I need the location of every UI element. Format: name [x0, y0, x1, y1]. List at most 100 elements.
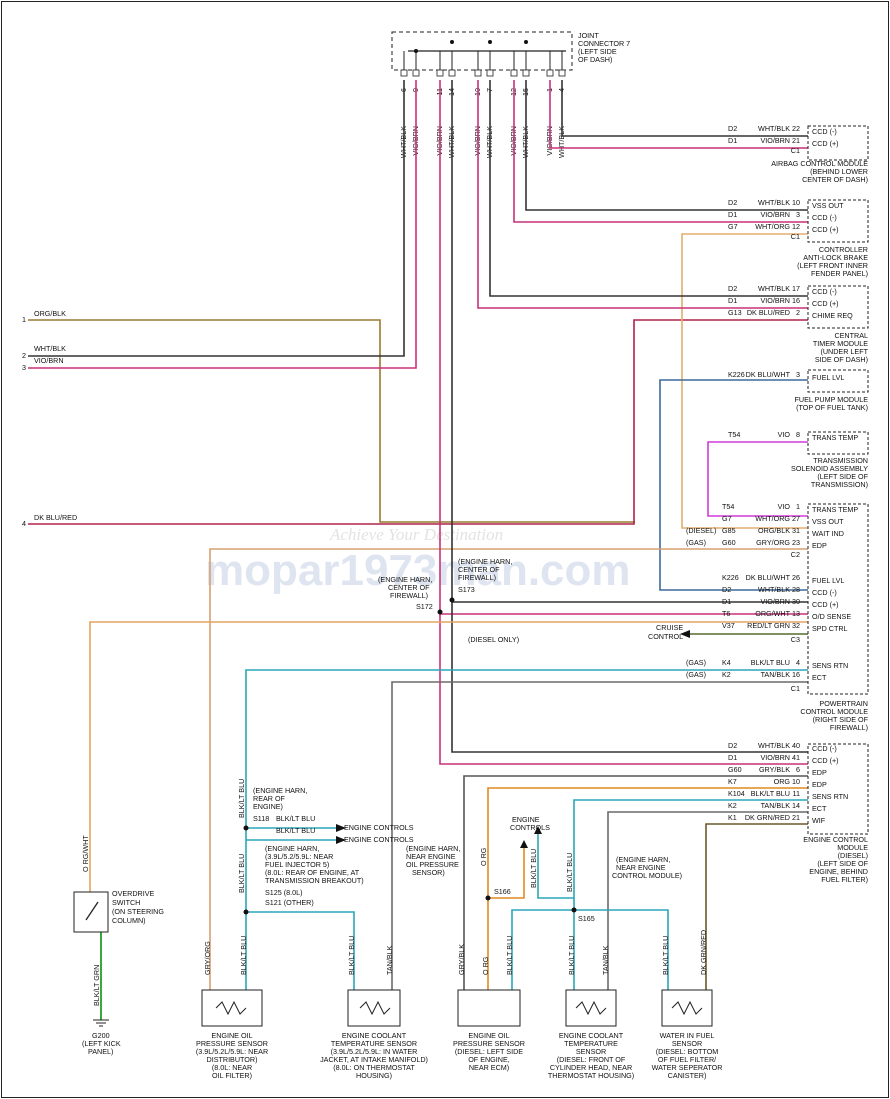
joint-pin-terminal	[546, 69, 554, 77]
vlabel: TAN/BLK	[385, 945, 394, 975]
row-wire-color: WHT/ORG	[755, 222, 790, 231]
row-circuit: G13	[728, 308, 742, 317]
wire-ctm-d2	[489, 80, 808, 297]
module-name: ENGINE CONTROL	[803, 835, 868, 844]
row-function: VSS OUT	[812, 517, 844, 526]
row-wire-color: DK GRN/RED	[745, 813, 790, 822]
arrow-engine-controls-up	[520, 840, 528, 848]
row-wire-color: WHT/ORG	[755, 514, 790, 523]
arrows	[336, 630, 690, 848]
row-wire-color: WHT/BLK	[758, 741, 790, 750]
oil-pressure-sensor-gas	[201, 989, 263, 1027]
row-function: SENS RTN	[812, 661, 848, 670]
sensor-name: CYLINDER HEAD, NEAR	[550, 1063, 632, 1072]
s118-wire-1: BLK/LT BLU	[276, 826, 315, 835]
row-function: EDP	[812, 780, 827, 789]
row-circuit: D2	[728, 198, 737, 207]
row-circuit: K2	[728, 801, 737, 810]
module-name: (LEFT SIDE OF	[817, 859, 868, 868]
module-name: ENGINE, BEHIND	[809, 867, 868, 876]
row-function: TRANS TEMP	[812, 505, 858, 514]
row-pin: 6	[796, 765, 800, 774]
wire-ecm-d2	[451, 602, 808, 753]
splice-s172	[437, 609, 443, 615]
splice-s173	[449, 597, 455, 603]
switch-contact	[85, 901, 99, 921]
module-name: FENDER PANEL)	[811, 269, 868, 278]
connector-id: C3	[791, 635, 800, 644]
row-function: CCD (-)	[812, 213, 837, 222]
joint-pin-terminal	[510, 69, 518, 77]
joint-connector-pins: 6WHT/BLK9VIO/BRN11VIO/BRN14WHT/BLK10VIO/…	[399, 51, 566, 158]
row-wire-color: ORG/BLK	[758, 526, 790, 535]
row-pin: 21	[792, 813, 800, 822]
row-note: (GAS)	[686, 538, 706, 547]
row-function: CCD (+)	[812, 600, 839, 609]
row-note: (DIESEL)	[686, 526, 716, 535]
sensor-name: OIL FILTER)	[212, 1071, 252, 1080]
airbag-module-box	[807, 125, 869, 161]
row-wire-color: WHT/BLK	[758, 198, 790, 207]
row-circuit: K226	[722, 573, 739, 582]
module-name: CONTROL MODULE	[800, 707, 868, 716]
wire-abs-d2	[525, 80, 808, 211]
row-wire-color: WHT/BLK	[758, 124, 790, 133]
row-wire-color: TAN/BLK	[761, 670, 791, 679]
arrow-engine-controls-up	[534, 826, 542, 834]
module-name: SIDE OF DASH)	[815, 355, 868, 364]
splice-s166	[485, 895, 491, 901]
row-pin: 14	[792, 801, 800, 810]
wire-ctm-d1	[477, 80, 808, 309]
left-wire-num: 4	[22, 519, 26, 528]
resistor-icon	[575, 1000, 607, 1016]
module-name: (RIGHT SIDE OF	[813, 715, 869, 724]
sensor-name: OF FUEL FILTER/	[658, 1055, 716, 1064]
row-circuit: K1	[728, 813, 737, 822]
module-name: TRANSMISSION	[813, 456, 868, 465]
sensor-name: JACKET, AT INTAKE MANIFOLD)	[320, 1055, 428, 1064]
row-wire-color: BLK/LT BLU	[751, 789, 790, 798]
module-name: MODULE	[837, 843, 868, 852]
sensor-name: (8.0L: ON THERMOSTAT	[333, 1063, 415, 1072]
row-pin: 17	[792, 284, 800, 293]
left-wire-color: VIO/BRN	[34, 356, 64, 365]
row-pin: 30	[792, 597, 800, 606]
row-pin: 8	[796, 430, 800, 439]
row-circuit: G85	[722, 526, 736, 535]
joint-dot	[414, 49, 418, 53]
row-wire-color: VIO	[778, 502, 791, 511]
row-pin: 31	[792, 526, 800, 535]
row-pin: 40	[792, 741, 800, 750]
row-function: EDP	[812, 541, 827, 550]
wire-trans-temp	[707, 441, 808, 517]
splice-dots	[243, 40, 577, 915]
sensor-name: DISTRIBUTOR)	[207, 1055, 258, 1064]
row-function: SPD CTRL	[812, 624, 848, 633]
splice-s121	[243, 909, 249, 915]
sensor-name: CANISTER)	[668, 1071, 707, 1080]
row-circuit: G60	[722, 538, 736, 547]
row-circuit: K7	[728, 777, 737, 786]
row-wire-color: VIO/BRN	[760, 210, 790, 219]
wire-wht-blk-left	[28, 80, 405, 357]
row-function: WAIT IND	[812, 529, 844, 538]
connector-id: C2	[791, 550, 800, 559]
splice-s165	[571, 907, 577, 913]
sensor-name: HOUSING)	[356, 1071, 392, 1080]
joint-dot	[450, 40, 454, 44]
connector-id: C1	[791, 232, 800, 241]
wire-fuel-lvl	[659, 379, 808, 591]
wire-blk-lt-blu-ect-gas	[246, 911, 355, 990]
row-pin: 41	[792, 753, 800, 762]
module-name: TIMER MODULE	[813, 339, 868, 348]
sensor-name: (DIESEL: FRONT OF	[557, 1055, 626, 1064]
joint-connector-outline	[391, 31, 573, 71]
sensor-name: (3.9L/5.2L/5.9L: NEAR	[196, 1047, 268, 1056]
wire-org-blk	[28, 319, 635, 523]
row-note: (GAS)	[686, 658, 706, 667]
sensor-name: TEMPERATURE SENSOR	[331, 1039, 417, 1048]
module-name: CONTROLLER	[819, 245, 868, 254]
